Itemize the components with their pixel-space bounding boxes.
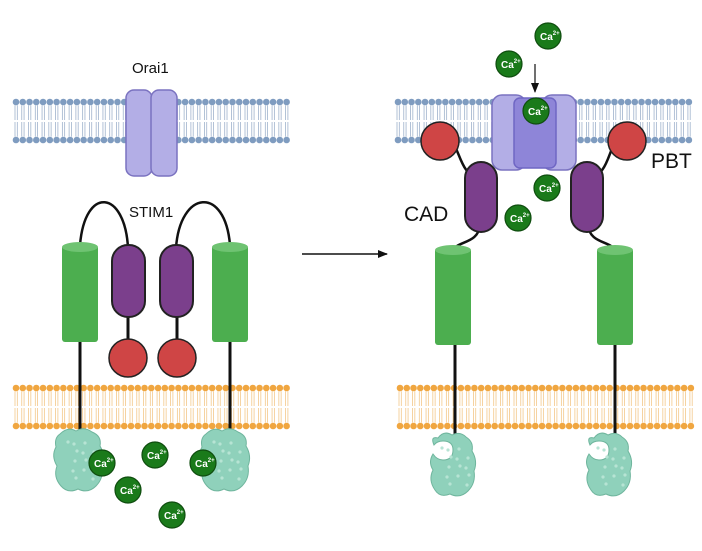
stim1-right-monomer <box>157 201 248 435</box>
cad-helix-purple <box>159 244 194 318</box>
pbt-label: PBT <box>651 150 692 173</box>
ef-hand-domain-empty <box>586 432 633 497</box>
calcium-ion-icon: Ca2+ <box>88 449 116 477</box>
cad-helix-purple <box>464 161 498 233</box>
calcium-ion-icon: Ca2+ <box>504 204 532 232</box>
ef-hand-domain-empty <box>430 432 477 497</box>
ef-hand-domains-unbound <box>430 432 633 497</box>
pbt-domain <box>157 338 197 378</box>
pbt-domain <box>108 338 148 378</box>
coiled-coil-helix-green <box>597 245 633 345</box>
calcium-ion-icon: Ca2+ <box>495 50 523 78</box>
pbt-domain <box>420 121 460 161</box>
calcium-ion-icon: Ca2+ <box>534 22 562 50</box>
calcium-ion-icon: Ca2+ <box>114 476 142 504</box>
cad-label: CAD <box>404 203 449 226</box>
coiled-coil-helix-green <box>62 242 98 342</box>
calcium-ion-icon: Ca2+ <box>533 174 561 202</box>
calcium-ion-icon: Ca2+ <box>158 501 186 529</box>
stim1-left-monomer <box>62 201 148 435</box>
stim1-active-left <box>420 121 498 440</box>
orai1-channel-open <box>491 94 577 171</box>
cad-helix-purple <box>570 161 604 233</box>
calcium-ions: Ca2+Ca2+Ca2+Ca2+Ca2+Ca2+Ca2+Ca2+Ca2+Ca2+ <box>88 22 562 529</box>
cad-helix-purple <box>111 244 146 318</box>
er-membrane-left <box>12 384 290 430</box>
coiled-coil-helix-green <box>435 245 471 345</box>
stim1-label: STIM1 <box>129 204 174 221</box>
pbt-domain <box>607 121 647 161</box>
er-membrane-right <box>396 384 695 430</box>
calcium-ion-icon: Ca2+ <box>141 441 169 469</box>
orai1-label: Orai1 <box>132 60 169 77</box>
ef-hand-domains-bound <box>53 428 251 492</box>
coiled-coil-helix-green <box>212 242 248 342</box>
stim1-active-right <box>570 121 647 440</box>
calcium-ion-icon: Ca2+ <box>522 97 550 125</box>
calcium-ion-icon: Ca2+ <box>189 449 217 477</box>
orai1-channel-closed <box>125 89 178 177</box>
